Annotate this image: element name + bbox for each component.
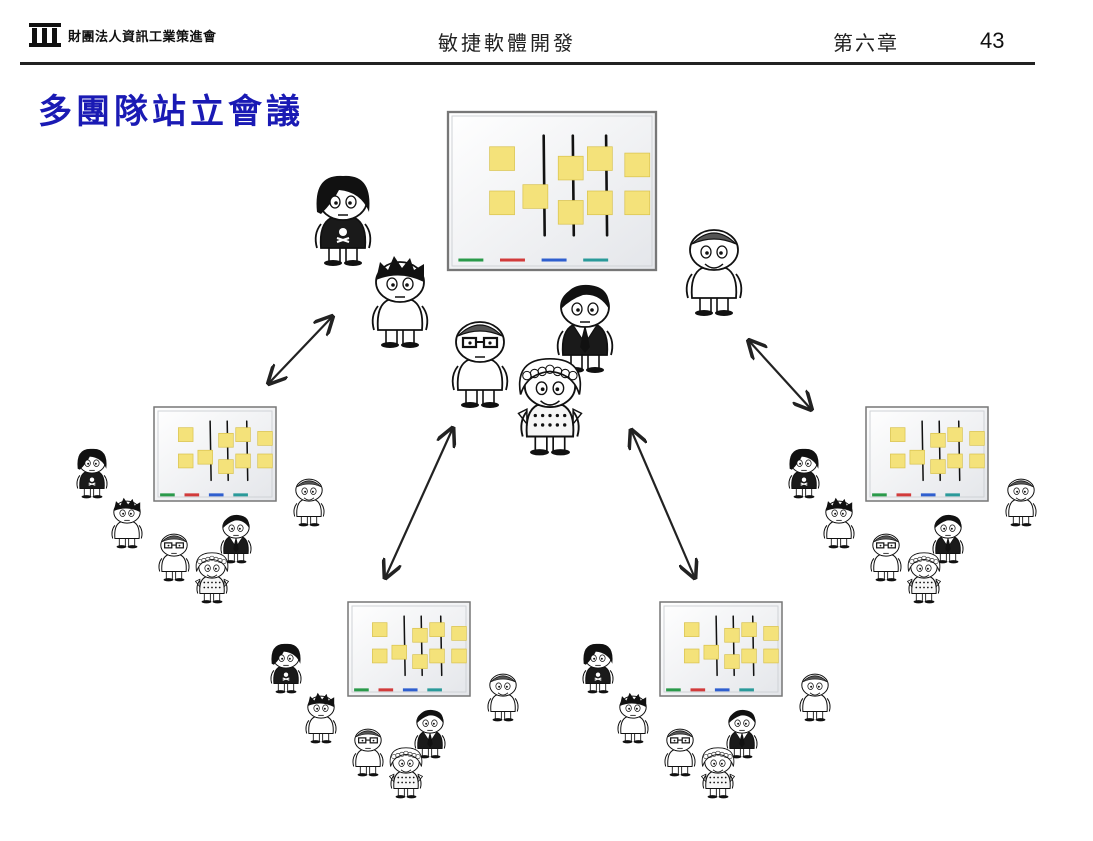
cartoon-person-icon [270,643,302,694]
team-right [788,406,1037,604]
central-team [314,110,743,456]
cartoon-person-icon [451,321,509,408]
cartoon-person-icon [305,692,337,744]
cartoon-person-icon [517,357,583,456]
cartoon-person-icon [617,692,649,744]
page-number: 43 [980,28,1005,53]
whiteboard-icon [446,110,658,272]
team-bottom-left [270,601,519,799]
cartoon-person-icon [823,497,855,549]
organization-logo: 財團法人資訊工業策進會 [28,22,217,48]
cartoon-person-icon [388,747,424,799]
cartoon-person-icon [352,728,384,777]
whiteboard-icon [153,406,277,502]
cartoon-person-icon [726,709,758,759]
cartoon-person-icon [556,284,614,373]
team-left [76,406,325,604]
cartoon-person-icon [685,229,743,316]
cartoon-person-icon [906,552,942,604]
cartoon-person-icon [220,514,252,564]
cartoon-person-icon [194,552,230,604]
cartoon-person-icon [76,448,108,499]
cartoon-person-icon [870,533,902,582]
whiteboard-icon [659,601,783,697]
cartoon-person-icon [487,673,519,722]
building-columns-icon [29,23,61,47]
cartoon-person-icon [293,478,325,527]
whiteboard-icon [347,601,471,697]
cartoon-person-icon [582,643,614,694]
chapter-label: 第六章 [833,31,899,55]
cartoon-person-icon [1005,478,1037,527]
organization-name: 財團法人資訊工業策進會 [68,29,217,45]
double-headed-arrow-icon [750,342,810,408]
cartoon-person-icon [111,497,143,549]
team-bottom-right [582,601,831,799]
cartoon-person-icon [314,175,372,266]
header-divider [20,62,1035,65]
cartoon-person-icon [788,448,820,499]
cartoon-person-icon [158,533,190,582]
whiteboard-icon [865,406,989,502]
cartoon-person-icon [932,514,964,564]
cartoon-person-icon [700,747,736,799]
cartoon-person-icon [414,709,446,759]
slide-header: 財團法人資訊工業策進會 敏捷軟體開發 第六章 43 [0,0,1093,70]
cartoon-person-icon [664,728,696,777]
double-headed-arrow-icon [386,430,452,576]
double-headed-arrow-icon [270,318,331,382]
cartoon-person-icon [371,256,429,348]
cartoon-person-icon [799,673,831,722]
slide-title: 多團隊站立會議 [38,92,304,132]
course-title: 敏捷軟體開發 [438,31,576,55]
double-headed-arrow-icon [632,432,694,576]
